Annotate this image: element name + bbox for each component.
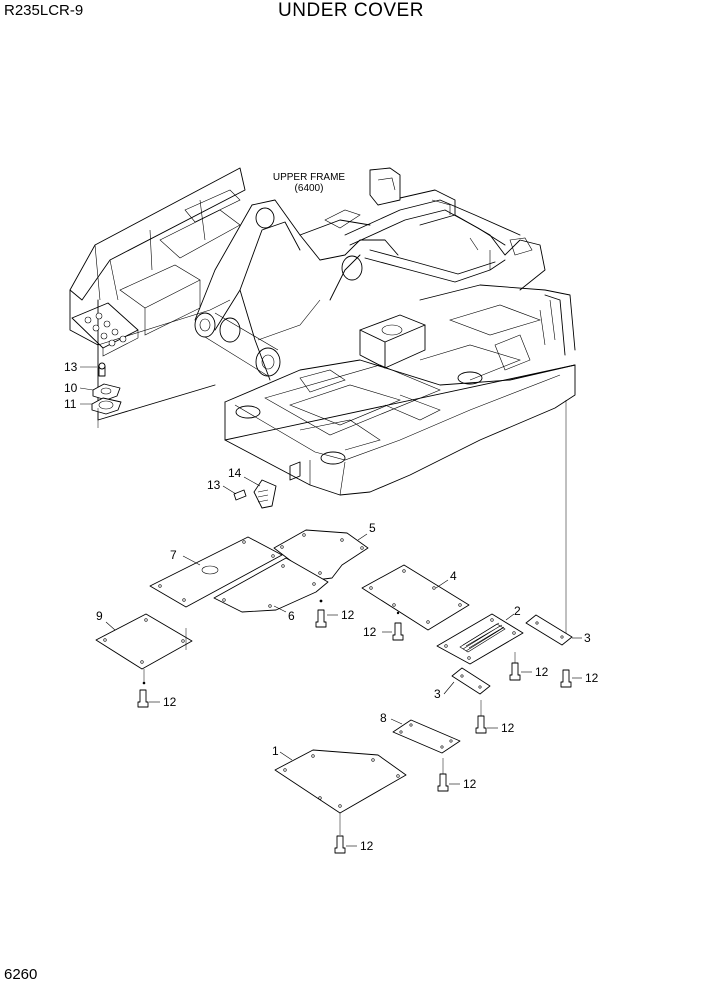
bolt-12-g	[437, 758, 460, 792]
bolt-12-a	[315, 599, 338, 628]
callout-12-a: 12	[341, 608, 355, 622]
page-number: 6260	[4, 966, 38, 983]
cover-3-right	[525, 614, 582, 646]
cover-5	[273, 529, 369, 581]
bolt-12-c	[137, 681, 160, 708]
cover-7	[149, 536, 283, 608]
cover-1	[274, 749, 407, 835]
callout-10: 10	[64, 381, 78, 395]
callout-14: 14	[228, 466, 242, 480]
bolt-12-h	[334, 835, 357, 854]
callout-9: 9	[96, 609, 103, 623]
callout-11: 11	[64, 397, 77, 411]
callout-12-h: 12	[360, 839, 374, 853]
callout-12-d: 12	[535, 665, 549, 679]
bolt-13-lower	[233, 489, 247, 501]
callout-13-lower: 13	[207, 478, 221, 492]
callout-12-g: 12	[463, 777, 477, 791]
bolt-13-upper	[98, 362, 106, 370]
cover-2-grille	[436, 613, 524, 665]
callout-12-f: 12	[501, 721, 515, 735]
callout-4: 4	[450, 569, 457, 583]
callout-12-e: 12	[585, 671, 599, 685]
cover-14	[222, 476, 277, 509]
cover-3-center	[443, 667, 491, 695]
callout-2: 2	[514, 604, 521, 618]
callout-6: 6	[288, 609, 295, 623]
bolt-12-f	[475, 700, 498, 734]
callout-1: 1	[272, 744, 279, 758]
cover-9	[95, 613, 193, 682]
upper-frame-drawing	[69, 167, 576, 640]
callout-7: 7	[170, 548, 177, 562]
cover-6	[213, 557, 329, 613]
callout-12-b: 12	[363, 625, 377, 639]
cover-group-13-10-11	[79, 362, 122, 428]
upper-frame-label: UPPER FRAME	[273, 172, 346, 183]
callout-13: 13	[64, 360, 78, 374]
bolt-12-e	[560, 669, 582, 688]
cover-8	[390, 718, 461, 754]
cover-4	[361, 564, 470, 631]
bolt-12-d	[509, 652, 532, 681]
callout-3-center: 3	[434, 687, 441, 701]
callout-3-right: 3	[584, 631, 591, 645]
callout-8: 8	[380, 711, 387, 725]
bolt-12-b	[382, 611, 404, 641]
callout-12-c: 12	[163, 695, 177, 709]
callout-5: 5	[369, 521, 376, 535]
page-title: UNDER COVER	[278, 0, 424, 21]
upper-frame-ref: (6400)	[295, 183, 324, 194]
model-code: R235LCR-9	[4, 2, 84, 19]
